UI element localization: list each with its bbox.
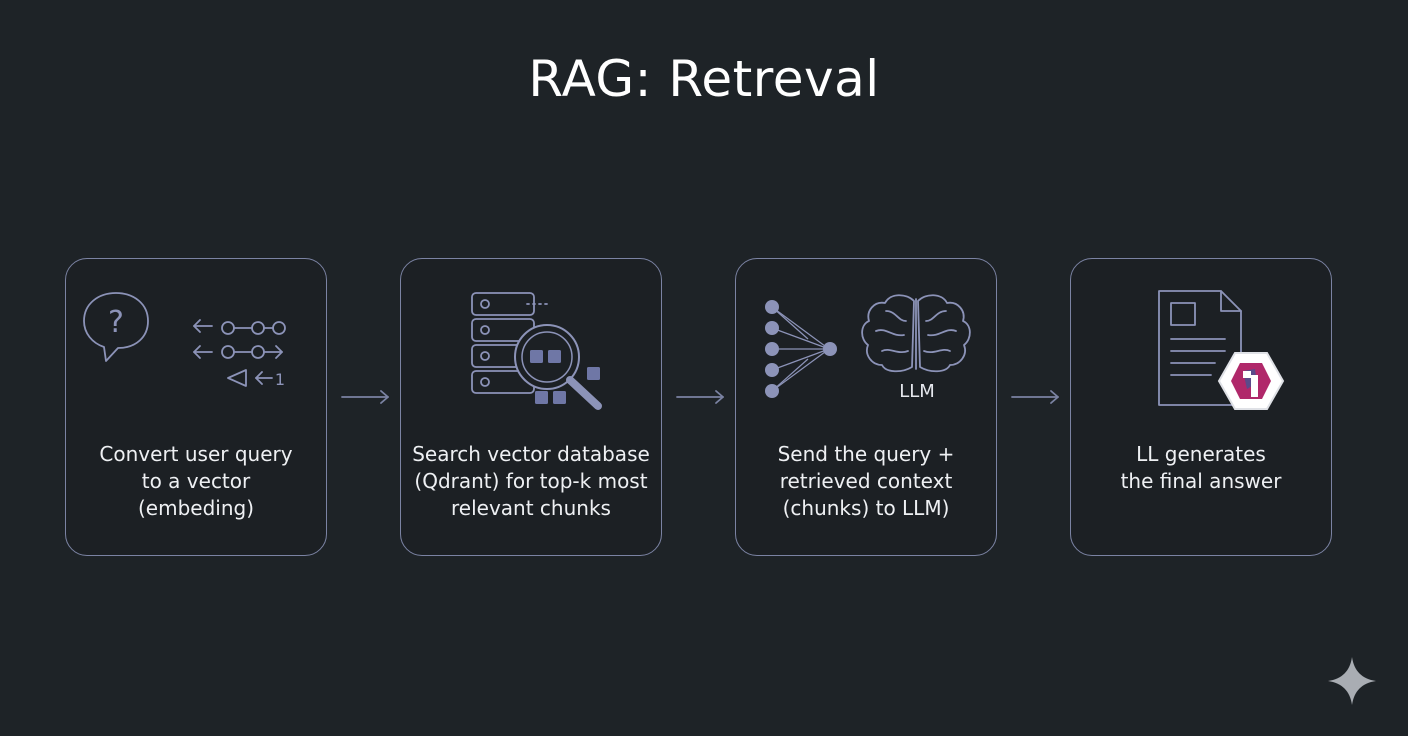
llm-label: LLM [899,381,935,402]
document-with-logo-icon [1158,290,1285,410]
flow-arrow-icon [676,390,724,404]
qdrant-logo-icon [1217,352,1285,410]
neural-network-brain-icon: LLM [765,294,971,402]
step-caption: LL generates the final answer [1120,442,1282,493]
step-card-send-to-llm: LLM Send the query + retrieved context (… [735,258,997,556]
step-caption: Send the query + retrieved context (chun… [777,442,955,520]
step-card-vector-search: Search vector database (Qdrant) for top-… [400,258,662,556]
sparkle-icon [1328,657,1376,705]
step-card-embed-query: ? 1 Convert user query to a vector (embe… [65,258,327,556]
page-title: RAG: Retreval [528,50,880,108]
flow-arrow-icon [341,390,389,404]
speech-bubble-question-vector-icon: ? 1 [83,292,286,389]
vector-digit: 1 [275,370,285,389]
flow-arrow-icon [1011,390,1059,404]
question-mark: ? [108,305,124,340]
step-caption: Search vector database (Qdrant) for top-… [412,442,650,520]
database-magnifier-icon [471,292,602,410]
step-card-generate-answer: LL generates the final answer [1070,258,1332,556]
step-caption: Convert user query to a vector (embeding… [99,442,293,520]
